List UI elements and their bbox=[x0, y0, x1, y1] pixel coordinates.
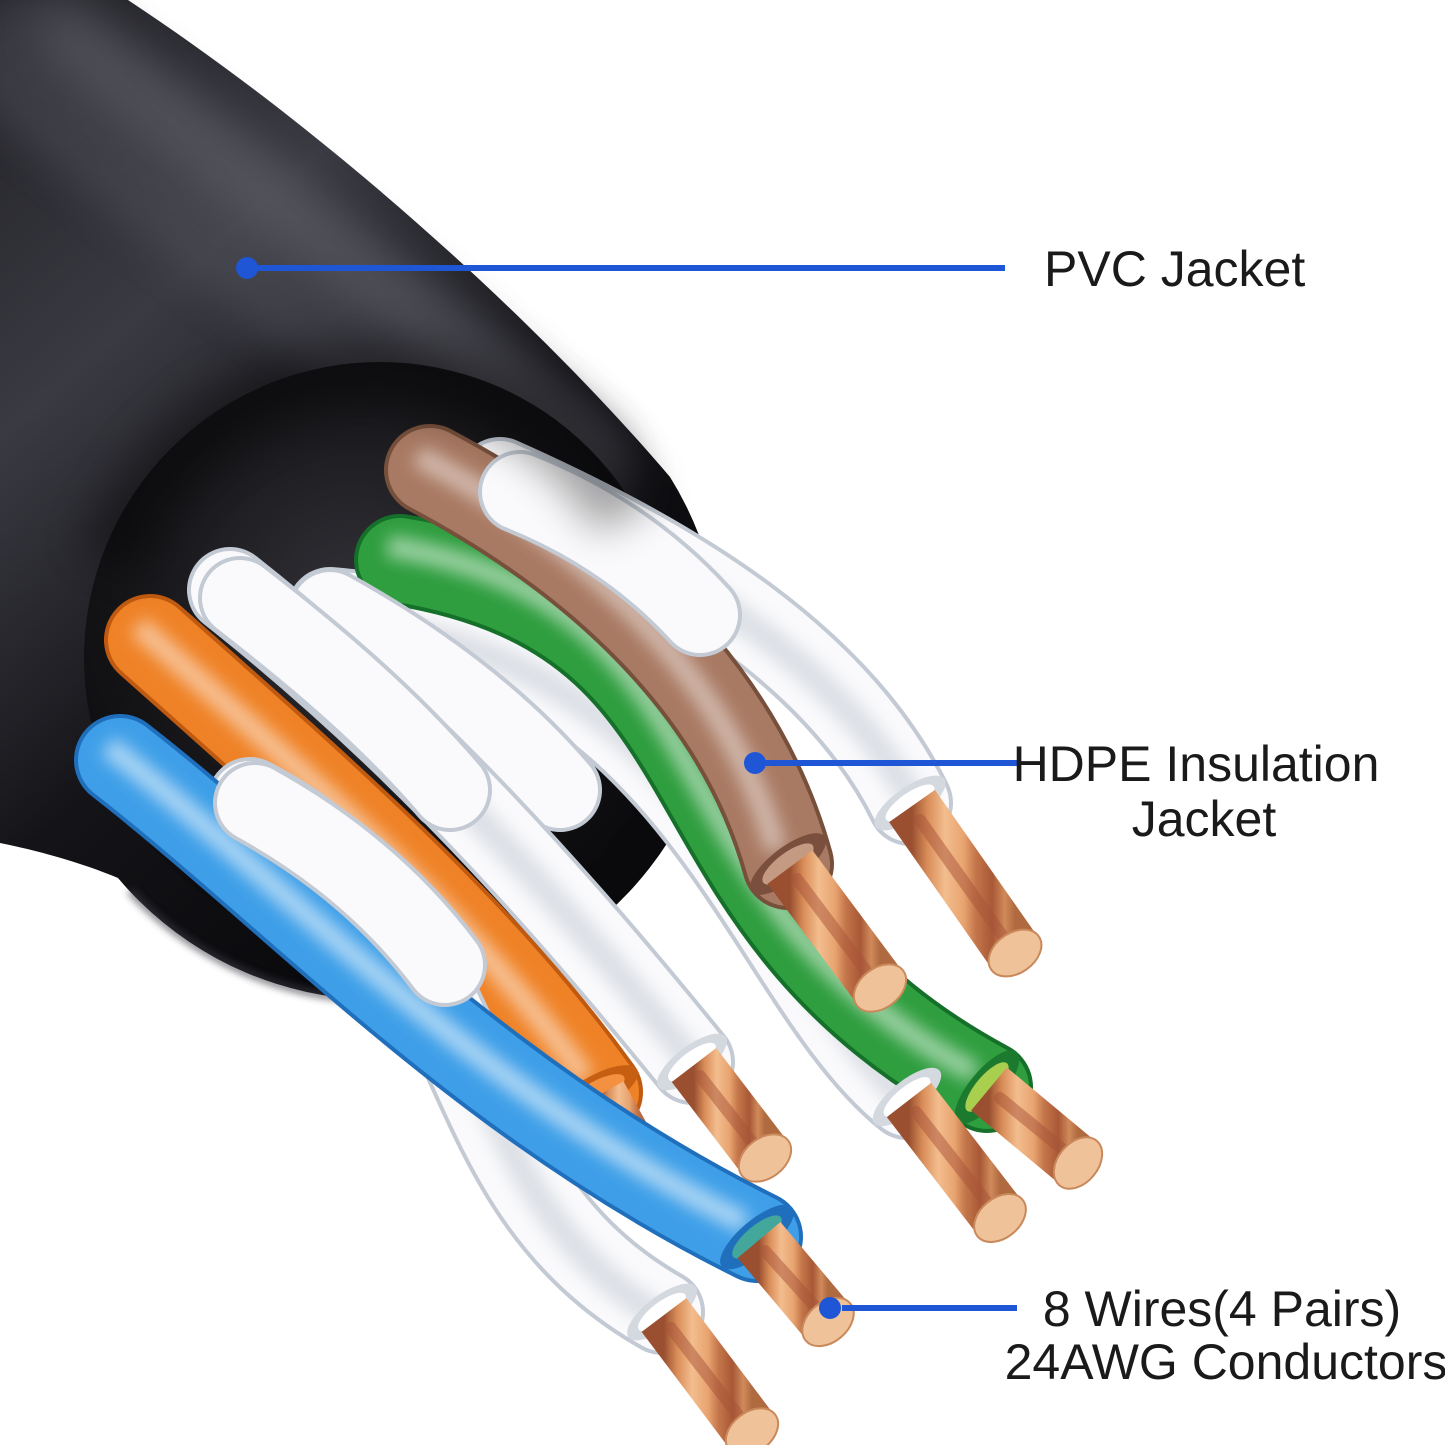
copper-tip-green bbox=[1052, 1136, 1104, 1190]
label-conductors-line2: 24AWG Conductors bbox=[1005, 1334, 1445, 1390]
copper-tip-white-orange bbox=[737, 1133, 793, 1183]
white-green-core-face bbox=[883, 1077, 931, 1117]
copper-tip-blue bbox=[801, 1296, 855, 1348]
callout-hdpe: HDPE Insulation Jacket bbox=[744, 736, 1379, 847]
twisted-pair-brown bbox=[418, 456, 1043, 1013]
copper-streak-blue bbox=[759, 1245, 826, 1318]
copper-tip-brown bbox=[852, 963, 908, 1013]
copper-tip-white-green bbox=[973, 1193, 1027, 1243]
callout-pvc: PVC Jacket bbox=[236, 241, 1305, 297]
white-orange-core-face bbox=[668, 1042, 716, 1082]
white-brown-core-face bbox=[885, 784, 935, 822]
callout-dot-conductors bbox=[819, 1297, 841, 1319]
label-pvc-jacket: PVC Jacket bbox=[1044, 241, 1305, 297]
copper-streak-white-blue bbox=[665, 1322, 748, 1426]
label-hdpe-line2: Jacket bbox=[1132, 791, 1277, 847]
white-blue-core-face bbox=[638, 1292, 686, 1332]
blue-wire-core-face bbox=[732, 1215, 782, 1259]
twisted-pair-green bbox=[330, 546, 1104, 1243]
label-hdpe-line1: HDPE Insulation bbox=[1013, 736, 1380, 792]
callout-conductors: 8 Wires(4 Pairs) 24AWG Conductors bbox=[819, 1281, 1445, 1390]
copper-streak-white-green bbox=[910, 1106, 996, 1212]
copper-streak-green bbox=[994, 1092, 1072, 1158]
brown-wire-core-face bbox=[762, 843, 814, 885]
copper-streak-white-brown bbox=[914, 814, 1010, 944]
copper-tip-white-brown bbox=[987, 928, 1043, 978]
opening-top-shadow bbox=[79, 338, 658, 574]
callout-dot-pvc bbox=[236, 257, 258, 279]
twisted-pair-blue bbox=[108, 746, 855, 1445]
green-wire-core-face bbox=[965, 1062, 1009, 1112]
copper-tip-white-blue bbox=[724, 1407, 780, 1445]
copper-streak-white-orange bbox=[694, 1070, 762, 1153]
copper-streak-brown bbox=[791, 873, 876, 982]
callout-dot-hdpe bbox=[744, 752, 766, 774]
label-conductors-line1: 8 Wires(4 Pairs) bbox=[1043, 1281, 1401, 1337]
